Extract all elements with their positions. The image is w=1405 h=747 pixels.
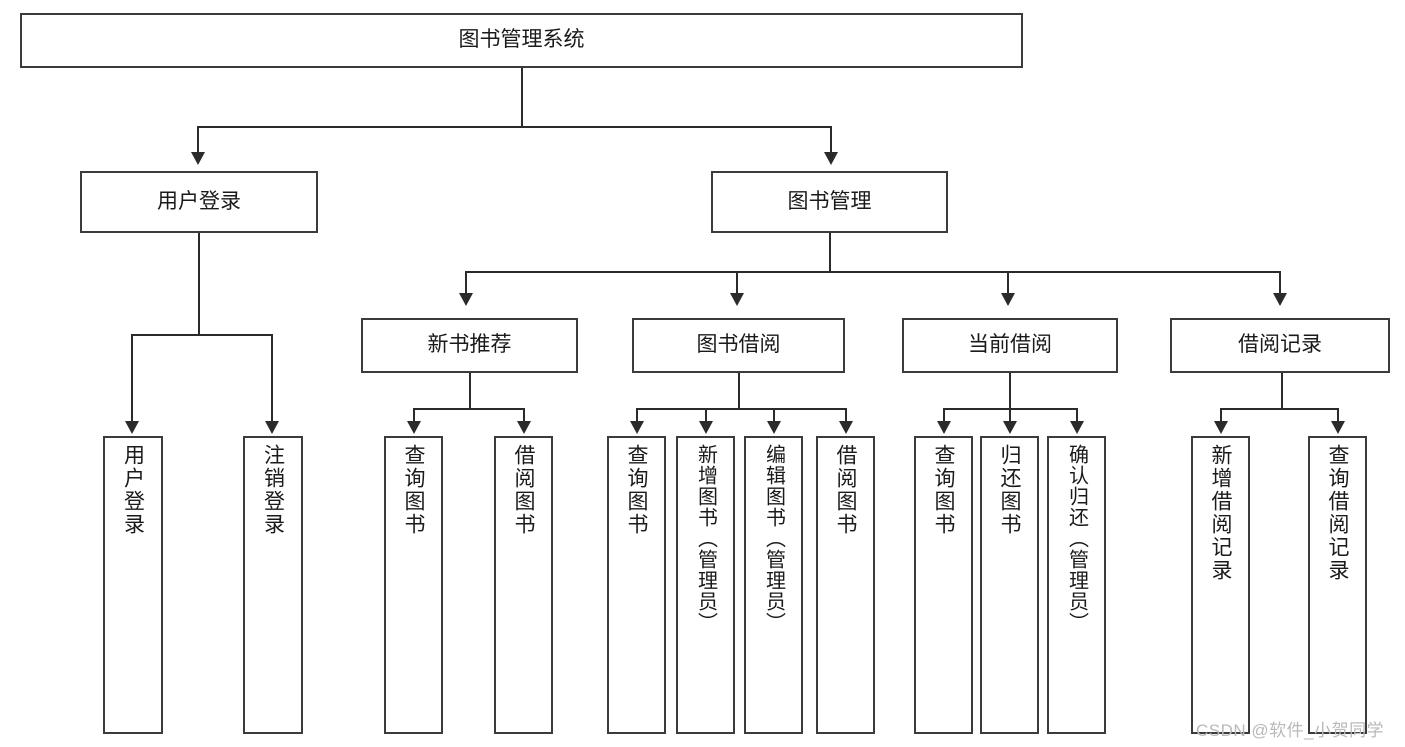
node-new-book-recommend[interactable]: 新书推荐 bbox=[361, 318, 578, 373]
connector-records-drop-0 bbox=[1220, 408, 1222, 423]
arrow-borrow-1 bbox=[699, 421, 713, 434]
leaf-records-1[interactable]: 查询借阅记录 bbox=[1308, 436, 1367, 734]
node-borrow-records[interactable]: 借阅记录 bbox=[1170, 318, 1390, 373]
node-new-book-recommend-label: 新书推荐 bbox=[427, 333, 512, 357]
leaf-borrow-0-label: 查询图书 bbox=[625, 444, 648, 536]
node-book-management[interactable]: 图书管理 bbox=[711, 171, 948, 233]
node-current-borrow-label: 当前借阅 bbox=[968, 333, 1052, 357]
leaf-new-book-1-label: 借阅图书 bbox=[512, 444, 535, 536]
connector-borrow-drop-3 bbox=[845, 408, 847, 423]
leaf-new-book-0-label: 查询图书 bbox=[402, 444, 425, 536]
arrow-newbook-0 bbox=[407, 421, 421, 434]
leaf-user-login-1[interactable]: 注销登录 bbox=[243, 436, 303, 734]
leaf-user-login-0-label: 用户登录 bbox=[121, 444, 145, 536]
connector-newbook-bus bbox=[414, 408, 524, 410]
arrow-current-0 bbox=[937, 421, 951, 434]
connector-newbook-drop-0 bbox=[413, 408, 415, 423]
leaf-records-0-label: 新增借阅记录 bbox=[1209, 444, 1232, 582]
node-user-login[interactable]: 用户登录 bbox=[80, 171, 318, 233]
connector-newbook-stem bbox=[469, 373, 471, 409]
arrow-level2-2 bbox=[1001, 293, 1015, 306]
arrow-level2-0 bbox=[459, 293, 473, 306]
leaf-new-book-1[interactable]: 借阅图书 bbox=[494, 436, 553, 734]
connector-current-drop-1 bbox=[1009, 408, 1011, 423]
arrow-newbook-1 bbox=[517, 421, 531, 434]
node-current-borrow[interactable]: 当前借阅 bbox=[902, 318, 1118, 373]
leaf-user-login-0[interactable]: 用户登录 bbox=[103, 436, 163, 734]
leaf-current-2-label: 确认归还（管理员） bbox=[1065, 444, 1088, 633]
leaf-borrow-3-label: 借阅图书 bbox=[834, 444, 857, 536]
arrow-borrow-0 bbox=[630, 421, 644, 434]
connector-borrow-drop-2 bbox=[773, 408, 775, 423]
leaf-borrow-0[interactable]: 查询图书 bbox=[607, 436, 666, 734]
connector-records-drop-1 bbox=[1337, 408, 1339, 423]
arrow-userlogin-1 bbox=[265, 421, 279, 434]
leaf-borrow-2[interactable]: 编辑图书（管理员） bbox=[744, 436, 803, 734]
leaf-borrow-1-label: 新增图书（管理员） bbox=[694, 444, 717, 633]
arrow-level1-0 bbox=[191, 152, 205, 165]
node-borrow-records-label: 借阅记录 bbox=[1238, 333, 1322, 357]
leaf-current-1[interactable]: 归还图书 bbox=[980, 436, 1039, 734]
connector-current-stem bbox=[1009, 373, 1011, 409]
connector-userlogin-drop-1 bbox=[271, 334, 273, 423]
leaf-records-0[interactable]: 新增借阅记录 bbox=[1191, 436, 1250, 734]
connector-level2-drop-1 bbox=[736, 271, 738, 295]
connector-bookmgmt-stem bbox=[829, 233, 831, 272]
connector-current-drop-2 bbox=[1076, 408, 1078, 423]
arrow-records-0 bbox=[1214, 421, 1228, 434]
arrow-current-2 bbox=[1070, 421, 1084, 434]
arrow-records-1 bbox=[1331, 421, 1345, 434]
leaf-user-login-1-label: 注销登录 bbox=[261, 444, 285, 536]
leaf-current-1-label: 归还图书 bbox=[998, 444, 1021, 536]
node-book-management-label: 图书管理 bbox=[787, 189, 872, 213]
node-book-borrow-label: 图书借阅 bbox=[696, 333, 781, 357]
connector-level2-bus bbox=[466, 271, 1280, 273]
arrow-borrow-3 bbox=[839, 421, 853, 434]
connector-level2-drop-3 bbox=[1279, 271, 1281, 295]
connector-borrow-drop-0 bbox=[636, 408, 638, 423]
leaf-borrow-2-label: 编辑图书（管理员） bbox=[762, 444, 785, 633]
connector-level2-drop-0 bbox=[465, 271, 467, 295]
connector-level1-drop-1 bbox=[830, 126, 832, 154]
arrow-borrow-2 bbox=[767, 421, 781, 434]
leaf-records-1-label: 查询借阅记录 bbox=[1326, 444, 1349, 582]
connector-userlogin-bus bbox=[132, 334, 272, 336]
arrow-level2-3 bbox=[1273, 293, 1287, 306]
leaf-current-0-label: 查询图书 bbox=[932, 444, 955, 536]
node-user-login-label: 用户登录 bbox=[157, 189, 241, 213]
node-book-borrow[interactable]: 图书借阅 bbox=[632, 318, 845, 373]
node-root[interactable]: 图书管理系统 bbox=[20, 13, 1023, 68]
leaf-borrow-3[interactable]: 借阅图书 bbox=[816, 436, 875, 734]
connector-level1-drop-0 bbox=[197, 126, 199, 154]
connector-borrow-stem bbox=[738, 373, 740, 409]
arrow-current-1 bbox=[1003, 421, 1017, 434]
leaf-current-2[interactable]: 确认归还（管理员） bbox=[1047, 436, 1106, 734]
connector-level1-bus bbox=[198, 126, 832, 128]
leaf-current-0[interactable]: 查询图书 bbox=[914, 436, 973, 734]
connector-records-stem bbox=[1281, 373, 1283, 409]
connector-borrow-drop-1 bbox=[705, 408, 707, 423]
leaf-new-book-0[interactable]: 查询图书 bbox=[384, 436, 443, 734]
connector-records-bus bbox=[1221, 408, 1339, 410]
arrow-level2-1 bbox=[730, 293, 744, 306]
connector-newbook-drop-1 bbox=[523, 408, 525, 423]
connector-root-stem bbox=[521, 68, 523, 127]
arrow-userlogin-0 bbox=[125, 421, 139, 434]
connector-userlogin-drop-0 bbox=[131, 334, 133, 423]
connector-userlogin-stem bbox=[198, 233, 200, 335]
node-root-label: 图书管理系统 bbox=[458, 28, 585, 52]
arrow-level1-1 bbox=[824, 152, 838, 165]
connector-borrow-bus bbox=[637, 408, 846, 410]
leaf-borrow-1[interactable]: 新增图书（管理员） bbox=[676, 436, 735, 734]
connector-current-drop-0 bbox=[943, 408, 945, 423]
connector-level2-drop-2 bbox=[1007, 271, 1009, 295]
